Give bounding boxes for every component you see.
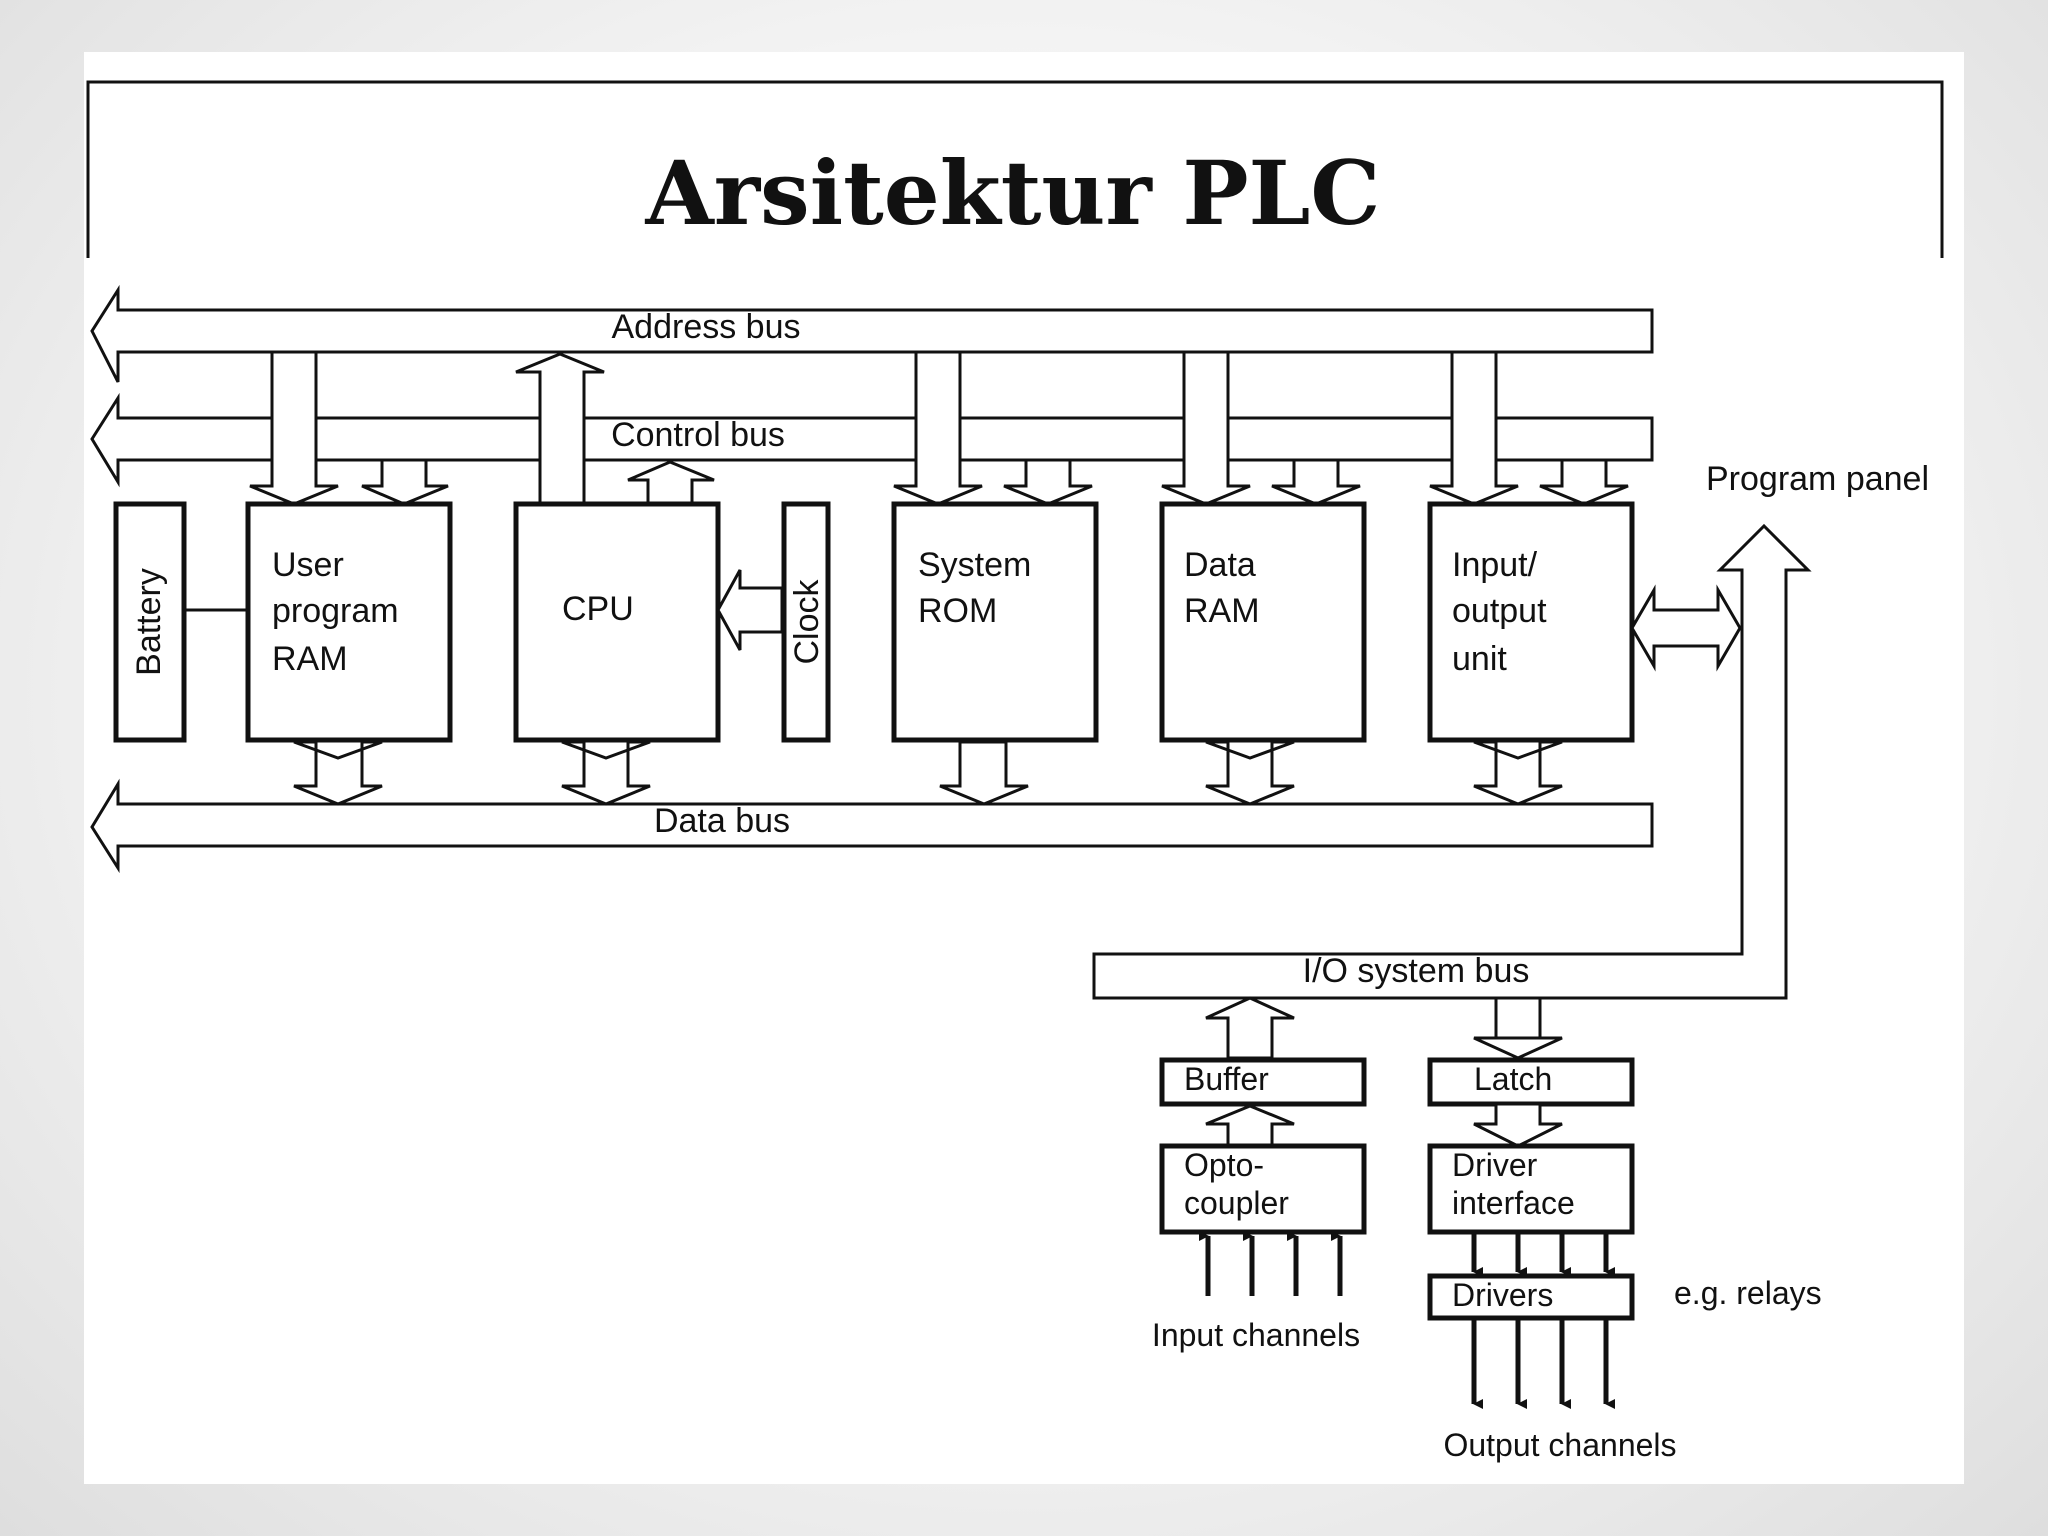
io-unit-label-1: Input/ (1452, 546, 1538, 584)
address-bus-label: Address bus (612, 308, 801, 346)
clock-block (781, 501, 831, 743)
optocoupler-block (1159, 1143, 1367, 1235)
data-bus-connectors (293, 740, 1563, 806)
slide-frame (84, 52, 1964, 1484)
driver-interface-label-2: interface (1452, 1185, 1575, 1221)
io-system-bus-label: I/O system bus (1303, 952, 1530, 990)
drivers-block (1427, 1273, 1635, 1321)
driver-interface-label-1: Driver (1452, 1147, 1538, 1183)
system-rom-block (891, 501, 1099, 743)
driver-interface-block (1427, 1143, 1635, 1235)
buffer-label: Buffer (1184, 1061, 1269, 1097)
relays-note: e.g. relays (1674, 1275, 1822, 1311)
opto-to-buffer-arrow (1205, 1104, 1295, 1148)
buffer-to-bus-arrow (1205, 996, 1295, 1060)
address-bus (90, 284, 1654, 383)
page-title: Arsitektur PLC (645, 141, 1381, 245)
system-rom-label-1: System (918, 546, 1031, 584)
io-unit-label-2: output (1452, 592, 1547, 630)
optocoupler-label-1: Opto- (1184, 1147, 1264, 1183)
clock-arrow (716, 569, 784, 651)
bus-taps (249, 350, 1629, 506)
user-program-ram-block (245, 501, 453, 743)
io-unit-label-3: unit (1452, 640, 1507, 678)
latch-label: Latch (1474, 1061, 1552, 1097)
control-bus-label: Control bus (611, 416, 785, 454)
io-panel-link (1630, 584, 1742, 672)
data-bus (90, 778, 1654, 874)
input-channel-arrows (1199, 1231, 1343, 1296)
output-channels-label: Output channels (1443, 1427, 1676, 1463)
data-ram-block (1159, 501, 1367, 743)
latch-to-driver-arrow (1473, 1102, 1563, 1148)
data-ram-label-2: RAM (1184, 592, 1260, 630)
drivers-label: Drivers (1452, 1277, 1553, 1313)
driver-interface-arrows (1471, 1232, 1615, 1277)
user-program-ram-label-1: User (272, 546, 344, 584)
optocoupler-label-2: coupler (1184, 1185, 1289, 1221)
program-panel-label: Program panel (1706, 460, 1929, 498)
battery-block (113, 501, 187, 743)
buffer-block (1159, 1057, 1367, 1107)
data-ram-label-1: Data (1184, 546, 1256, 584)
cpu-label: CPU (562, 590, 634, 628)
user-program-ram-label-2: program (272, 592, 399, 630)
system-rom-label-2: ROM (918, 592, 997, 630)
control-bus (90, 392, 1654, 488)
data-bus-label: Data bus (654, 802, 790, 840)
bus-to-latch-arrow (1473, 996, 1563, 1060)
input-channels-label: Input channels (1152, 1317, 1360, 1353)
output-channel-arrows (1471, 1318, 1615, 1409)
user-program-ram-label-3: RAM (272, 640, 348, 678)
cpu-block (513, 501, 721, 743)
battery-label: Battery (130, 568, 168, 676)
io-system-bus (1092, 523, 1812, 1000)
title-frame (86, 80, 1944, 258)
clock-label: Clock (788, 578, 826, 664)
io-unit-block (1427, 501, 1635, 743)
